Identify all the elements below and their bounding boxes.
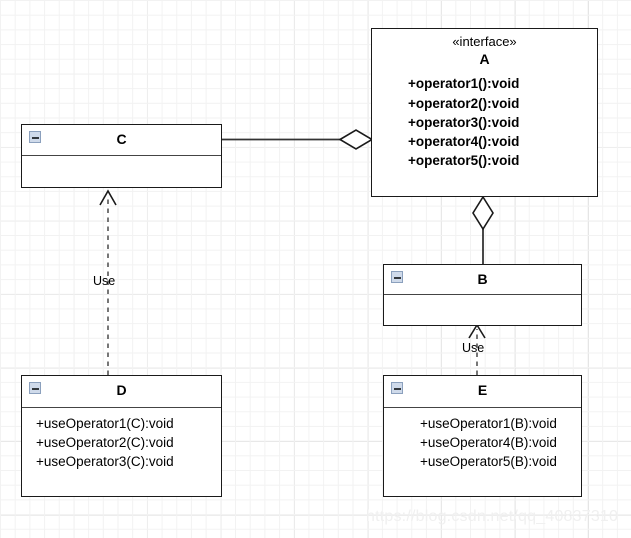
edge-c-to-a-diamond — [338, 129, 374, 150]
class-e-member: +useOperator1(B):void — [420, 416, 557, 431]
class-a-member: +operator2():void — [408, 95, 520, 111]
minus-icon[interactable] — [391, 382, 403, 394]
class-d-member: +useOperator2(C):void — [36, 435, 174, 451]
class-d-name: D — [116, 382, 127, 398]
class-b-name: B — [477, 271, 488, 287]
class-b-header: B — [384, 265, 581, 295]
class-a-member: +operator3():void — [408, 114, 520, 130]
class-d-header: D — [22, 376, 221, 408]
class-d-member: +useOperator3(C):void — [36, 454, 174, 470]
class-a-member: +operator1():void — [408, 76, 520, 92]
class-box-d[interactable]: D +useOperator1(C):void +useOperator2(C)… — [21, 375, 222, 497]
class-b-members — [384, 295, 581, 325]
class-a-member: +operator5():void — [408, 153, 520, 169]
class-a-name: A — [479, 51, 490, 68]
class-c-members — [22, 156, 221, 187]
class-e-member: +useOperator5(B):void — [420, 454, 557, 470]
edge-d-to-c-arrowhead — [99, 189, 117, 206]
watermark: https://blog.csdn.net/qq_40837310 — [366, 508, 619, 525]
minus-icon[interactable] — [29, 382, 41, 394]
class-box-a[interactable]: «interface» A +operator1():void +operato… — [371, 28, 598, 197]
minus-icon[interactable] — [391, 271, 403, 283]
class-a-stereotype: «interface» — [452, 34, 517, 49]
class-c-header: C — [22, 125, 221, 156]
class-box-b[interactable]: B — [383, 264, 582, 326]
class-a-members: +operator1():void +operator2():void +ope… — [372, 68, 597, 170]
class-box-c[interactable]: C — [21, 124, 222, 188]
edge-e-to-b-arrowhead — [468, 323, 486, 339]
class-d-members: +useOperator1(C):void +useOperator2(C):v… — [22, 408, 221, 471]
class-a-member: +operator4():void — [408, 133, 520, 149]
edge-label-e-to-b: Use — [462, 341, 485, 355]
edge-a-to-b-diamond — [472, 195, 494, 231]
class-e-name: E — [477, 382, 488, 398]
edge-label-d-to-c: Use — [93, 274, 116, 288]
class-box-e[interactable]: E +useOperator1(B):void +useOperator4(B)… — [383, 375, 582, 497]
class-d-member: +useOperator1(C):void — [36, 416, 174, 431]
class-e-member: +useOperator4(B):void — [420, 435, 557, 451]
class-c-name: C — [116, 131, 127, 147]
minus-icon[interactable] — [29, 131, 41, 143]
class-e-members: +useOperator1(B):void +useOperator4(B):v… — [384, 408, 581, 471]
class-a-header: «interface» A +operator1():void +operato… — [372, 29, 597, 198]
class-e-header: E — [384, 376, 581, 408]
